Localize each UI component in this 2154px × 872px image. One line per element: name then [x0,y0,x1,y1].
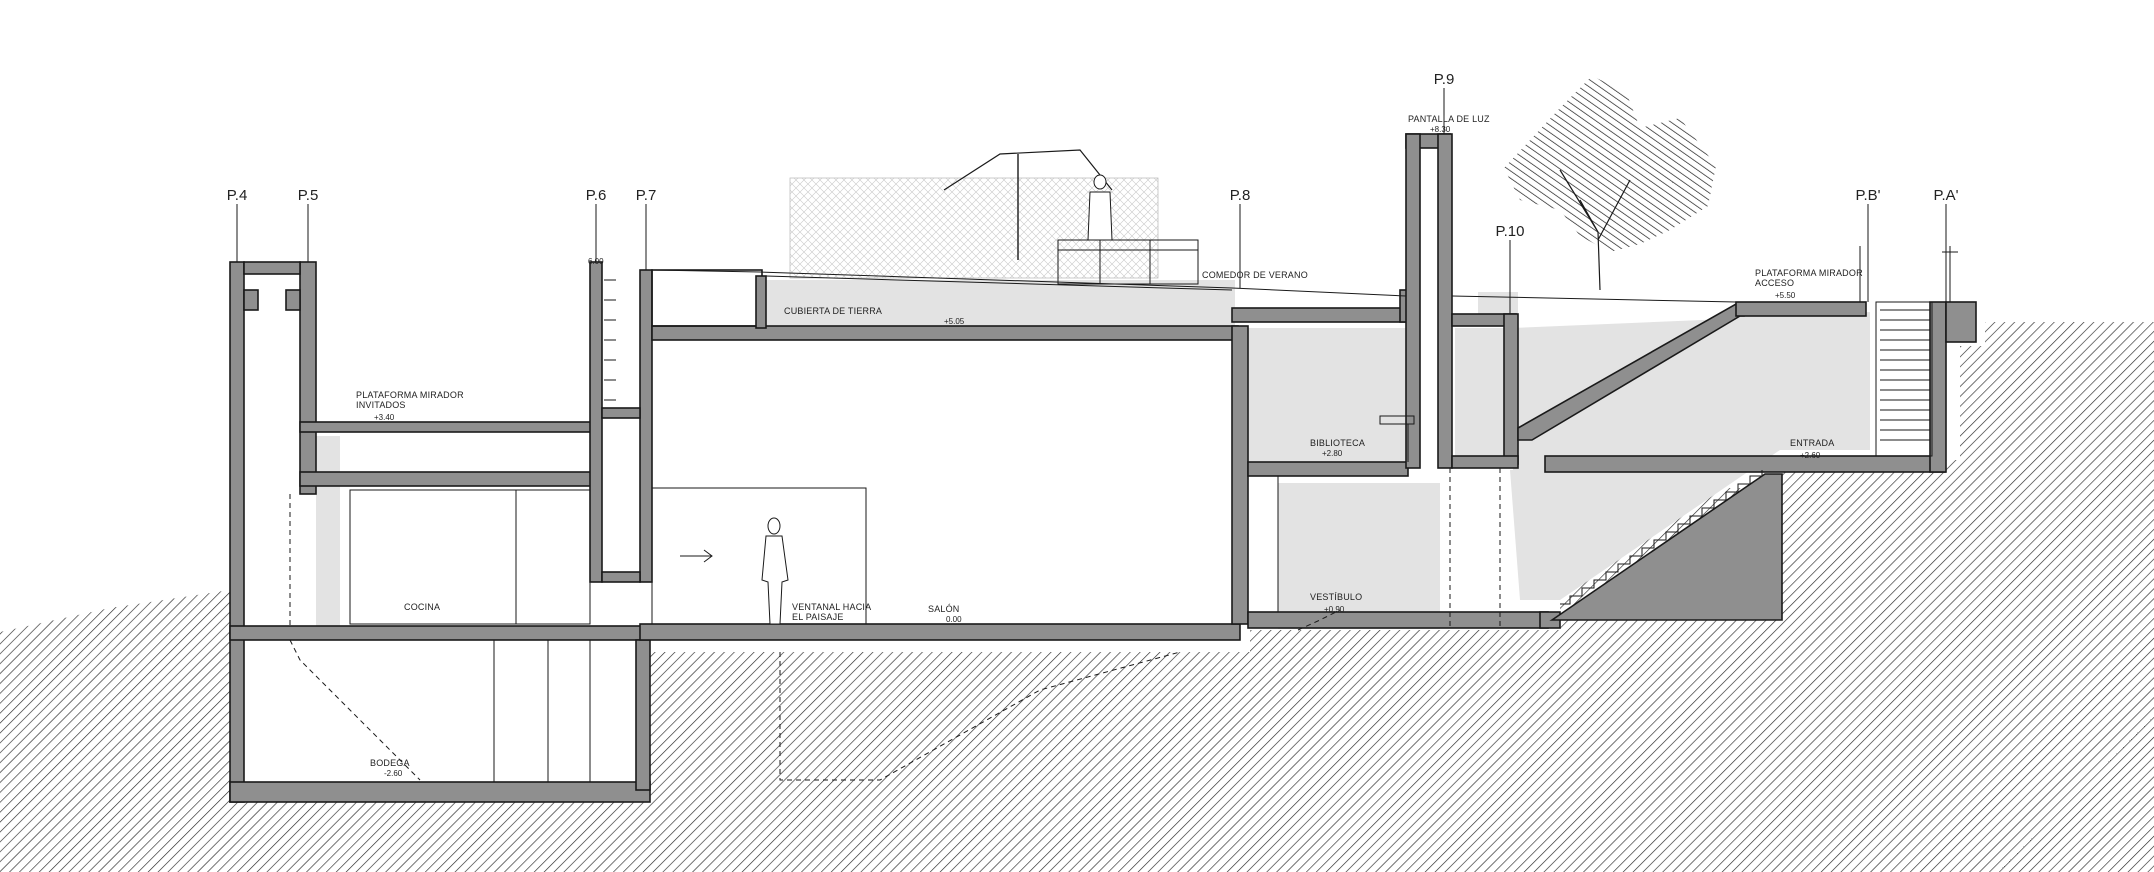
label-cocina: COCINA [404,602,440,612]
axis-p7: P.7 [636,187,657,270]
axis-label-pa: P.A' [1933,187,1958,204]
level-biblioteca: +2.80 [1322,449,1343,458]
label-salon: SALÓN [928,604,960,614]
level-bodega: -2.60 [384,769,403,778]
level-acceso: +5.50 [1775,291,1796,300]
axis-p8: P.8 [1230,187,1251,288]
person-salon-body [761,535,789,625]
axis-p5: P.5 [298,187,319,262]
tree-trunk [1559,169,1631,291]
room-labels: CUBIERTA DE TIERRA COMEDOR DE VERANO PAN… [356,114,1863,768]
label-plataforma-acceso-2: ACCESO [1755,278,1794,288]
level-invitados: +3.40 [374,413,395,422]
tree-canopy [1504,76,1716,291]
label-vestibulo: VESTÍBULO [1310,592,1362,602]
label-cubierta: CUBIERTA DE TIERRA [784,306,882,316]
label-bodega: BODEGA [370,758,410,768]
structure-walls [229,133,1977,803]
level-pantalla: +8.30 [1430,125,1451,134]
axis-label-p9: P.9 [1434,71,1455,88]
axis-p10: P.10 [1496,223,1525,314]
human-figures [761,174,1113,625]
axis-label-p4: P.4 [227,187,248,204]
label-ventanal-1: VENTANAL HACIA [792,602,871,612]
label-comedor: COMEDOR DE VERANO [1202,270,1308,280]
level-labels: 6.00 +5.05 +8.30 +3.40 +5.50 +2.80 +2.60… [374,125,1821,778]
axis-p4: P.4 [227,187,248,262]
axis-pb: P.B' [1855,187,1881,302]
label-plataforma-acceso-1: PLATAFORMA MIRADOR [1755,268,1863,278]
person-salon-head [767,517,781,535]
stair-treads [604,279,1930,605]
level-vestibulo: +0.90 [1324,605,1345,614]
person-roof-body [1087,191,1113,241]
level-cubierta: +5.05 [944,317,965,326]
level-entrada: +2.60 [1800,451,1821,460]
label-plataforma-invitados-1: PLATAFORMA MIRADOR [356,390,464,400]
axis-label-pb: P.B' [1855,187,1880,204]
axis-label-p7: P.7 [636,187,657,204]
label-entrada: ENTRADA [1790,438,1834,448]
level-p6-top: 6.00 [588,257,604,266]
ground-earth [0,322,2154,872]
level-salon: 0.00 [946,615,962,624]
axis-label-p8: P.8 [1230,187,1251,204]
label-ventanal-2: EL PAISAJE [792,612,844,622]
axis-grid: P.4 P.5 P.6 P.7 P.8 P.9 P.10 P.B' [227,71,1959,314]
axis-label-p6: P.6 [586,187,607,204]
axis-p9: P.9 [1434,71,1455,134]
hidden-lines [289,468,1501,781]
thin-lines [349,149,1958,782]
axis-p6: P.6 [586,187,607,262]
axis-label-p5: P.5 [298,187,319,204]
label-plataforma-invitados-2: INVITADOS [356,400,406,410]
label-pantalla: PANTALLA DE LUZ [1408,114,1490,124]
label-biblioteca: BIBLIOTECA [1310,438,1365,448]
axis-pa: P.A' [1933,187,1959,302]
axis-label-p10: P.10 [1496,223,1525,240]
person-roof-head [1093,174,1107,190]
